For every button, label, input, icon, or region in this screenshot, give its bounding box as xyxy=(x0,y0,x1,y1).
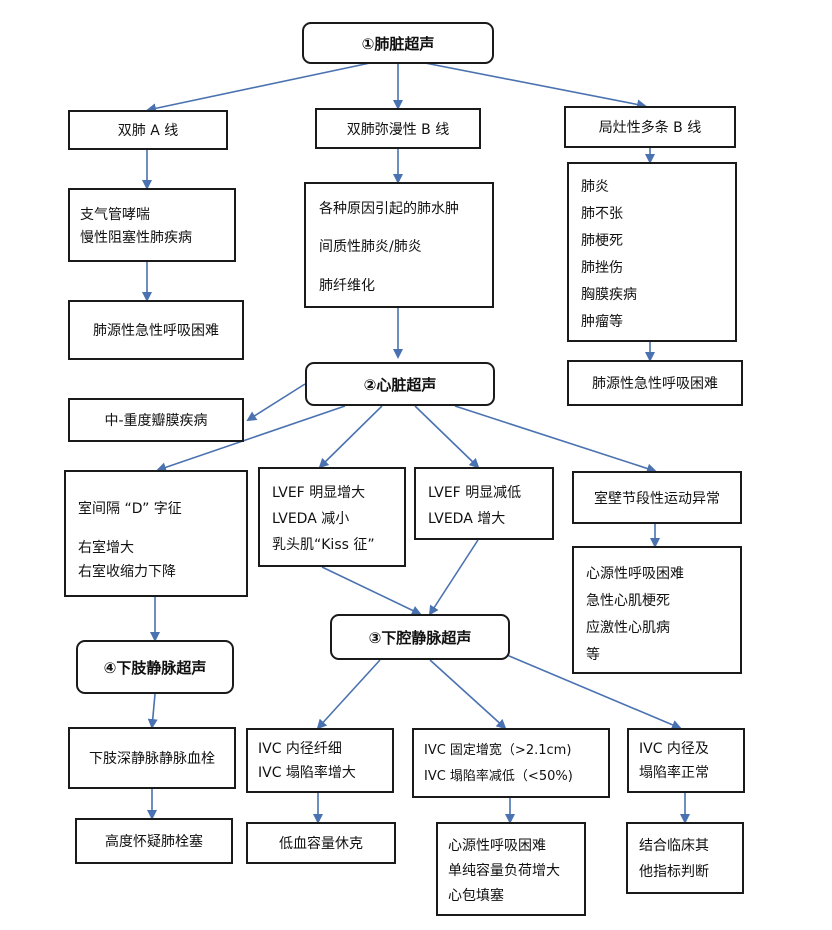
ivc-wide-causes-node: 心源性呼吸困难 单纯容量负荷增大 心包填塞 xyxy=(436,822,586,916)
arrow-ivc-to-wide xyxy=(429,659,507,730)
cause-cardiogenic-dyspnea: 心源性呼吸困难 xyxy=(586,566,684,582)
heart-ultrasound-label: ②心脏超声 xyxy=(363,375,437,394)
hypovolemic-shock-label: 低血容量休克 xyxy=(279,836,363,852)
ivc-normal-line-1: IVC 内径及 xyxy=(639,741,709,757)
a-line-result-node: 肺源性急性呼吸困难 xyxy=(68,300,244,360)
arrow-ivc-to-thin xyxy=(316,659,381,730)
wall-motion-node: 室壁节段性运动异常 xyxy=(572,471,742,524)
focal-b-line-node: 局灶性多条 B 线 xyxy=(564,106,736,148)
ivc-wide-node: IVC 固定增宽（>2.1cm) IVC 塌陷率减低（<50%) xyxy=(412,728,610,798)
cause-tumor: 肿瘤等 xyxy=(581,314,623,330)
ivc-collapse-high-line: IVC 塌陷率增大 xyxy=(258,765,356,781)
cause-cardiogenic: 心源性呼吸困难 xyxy=(448,838,546,854)
cause-lung-contusion: 肺挫伤 xyxy=(581,260,623,276)
diffuse-b-line-node: 双肺弥漫性 B 线 xyxy=(315,108,481,149)
dvt-node: 下肢深静脉静脉血栓 xyxy=(68,727,236,789)
arrow-lvef-high-to-ivc xyxy=(321,566,422,616)
cause-stress-cardiomyopathy: 应激性心肌病 xyxy=(586,620,670,636)
arrow-heart-to-lvef-low xyxy=(414,405,480,469)
focal-b-line-label: 局灶性多条 B 线 xyxy=(598,120,702,136)
cause-volume-overload: 单纯容量负荷增大 xyxy=(448,863,560,879)
ivc-ultrasound-label: ③下腔静脉超声 xyxy=(368,628,472,647)
ivc-thin-line: IVC 内径纤细 xyxy=(258,741,342,757)
lvef-low-line: LVEF 明显减低 xyxy=(428,485,522,501)
cause-interstitial-pneumonia: 间质性肺炎/肺炎 xyxy=(319,239,422,255)
cause-tamponade: 心包填塞 xyxy=(448,888,504,904)
arrow-heart-to-valve xyxy=(246,383,306,422)
ivc-normal-node: IVC 内径及 塌陷率正常 xyxy=(627,728,745,793)
cause-asthma: 支气管哮喘 xyxy=(80,207,150,223)
pe-node: 高度怀疑肺栓塞 xyxy=(75,818,233,864)
arrow-lung-to-a xyxy=(146,62,371,114)
diffuse-b-line-label: 双肺弥漫性 B 线 xyxy=(346,121,450,138)
cause-pulmonary-edema: 各种原因引起的肺水肿 xyxy=(319,201,459,217)
kiss-sign-line: 乳头肌“Kiss 征” xyxy=(272,537,375,553)
cause-copd: 慢性阻塞性肺疾病 xyxy=(80,230,192,246)
pe-label: 高度怀疑肺栓塞 xyxy=(105,834,203,850)
lvef-low-node: LVEF 明显减低 LVEDA 增大 xyxy=(414,467,554,540)
wall-motion-label: 室壁节段性运动异常 xyxy=(594,490,720,507)
d-sign-line: 室间隔 “D” 字征 xyxy=(78,501,182,517)
arrow-lvef-low-to-ivc xyxy=(428,539,479,616)
focal-b-causes-node: 肺炎 肺不张 肺梗死 肺挫伤 胸膜疾病 肿瘤等 xyxy=(567,162,737,342)
arrow-leg-to-dvt xyxy=(147,693,158,729)
leg-vein-ultrasound-node: ④下肢静脉超声 xyxy=(76,640,234,694)
rv-contractility-line: 右室收缩力下降 xyxy=(78,564,176,580)
bilateral-a-line-label: 双肺 A 线 xyxy=(117,123,179,139)
cause-pleural-disease: 胸膜疾病 xyxy=(581,287,637,303)
hypovolemic-shock-node: 低血容量休克 xyxy=(246,822,396,864)
valve-disease-node: 中-重度瓣膜疾病 xyxy=(68,398,244,442)
ivc-wide-line: IVC 固定增宽（>2.1cm) xyxy=(424,743,572,758)
lvef-high-line: LVEF 明显增大 xyxy=(272,485,366,501)
ivc-normal-result-line-1: 结合临床其 xyxy=(639,838,709,854)
lvef-high-node: LVEF 明显增大 LVEDA 减小 乳头肌“Kiss 征” xyxy=(258,467,406,567)
cause-ami: 急性心肌梗死 xyxy=(586,593,670,609)
a-line-result-label: 肺源性急性呼吸困难 xyxy=(93,323,219,339)
cause-etc: 等 xyxy=(586,647,600,663)
d-sign-node: 室间隔 “D” 字征 右室增大 右室收缩力下降 xyxy=(64,470,248,597)
bilateral-a-line-node: 双肺 A 线 xyxy=(68,110,228,150)
rv-enlarged-line: 右室增大 xyxy=(78,540,134,556)
ivc-normal-result-line-2: 他指标判断 xyxy=(639,864,709,880)
arrow-heart-to-wall xyxy=(454,405,657,474)
cause-pneumonia: 肺炎 xyxy=(581,179,609,195)
b-line-causes-node: 各种原因引起的肺水肿 间质性肺炎/肺炎 肺纤维化 xyxy=(304,182,494,308)
lung-ultrasound-node: ①肺脏超声 xyxy=(302,22,494,64)
leg-vein-ultrasound-label: ④下肢静脉超声 xyxy=(103,658,207,677)
wall-motion-causes-node: 心源性呼吸困难 急性心肌梗死 应激性心肌病 等 xyxy=(572,546,742,674)
cause-pulmonary-infarction: 肺梗死 xyxy=(581,233,623,249)
lveda-high-line: LVEDA 增大 xyxy=(428,511,506,527)
arrow-heart-to-lvef-high xyxy=(318,405,383,469)
cause-atelectasis: 肺不张 xyxy=(581,206,623,222)
a-line-causes-node: 支气管哮喘 慢性阻塞性肺疾病 xyxy=(68,188,236,262)
lveda-low-line: LVEDA 减小 xyxy=(272,511,350,527)
lung-ultrasound-label: ①肺脏超声 xyxy=(361,34,435,53)
dvt-label: 下肢深静脉静脉血栓 xyxy=(89,751,215,767)
ivc-normal-line-2: 塌陷率正常 xyxy=(639,765,709,781)
cause-pulmonary-fibrosis: 肺纤维化 xyxy=(319,278,375,294)
heart-ultrasound-node: ②心脏超声 xyxy=(305,362,495,406)
arrow-lung-to-focal-b xyxy=(424,62,647,110)
focal-b-result-node: 肺源性急性呼吸困难 xyxy=(567,360,743,406)
ivc-thin-node: IVC 内径纤细 IVC 塌陷率增大 xyxy=(246,728,394,793)
ivc-ultrasound-node: ③下腔静脉超声 xyxy=(330,614,510,660)
focal-b-result-label: 肺源性急性呼吸困难 xyxy=(592,376,718,392)
arrow-heart-to-d-sign xyxy=(156,405,346,473)
ivc-collapse-low-line: IVC 塌陷率减低（<50%) xyxy=(424,769,573,784)
valve-disease-label: 中-重度瓣膜疾病 xyxy=(104,413,208,429)
arrow-ivc-to-normal xyxy=(494,649,682,730)
ivc-normal-result-node: 结合临床其 他指标判断 xyxy=(626,822,744,894)
